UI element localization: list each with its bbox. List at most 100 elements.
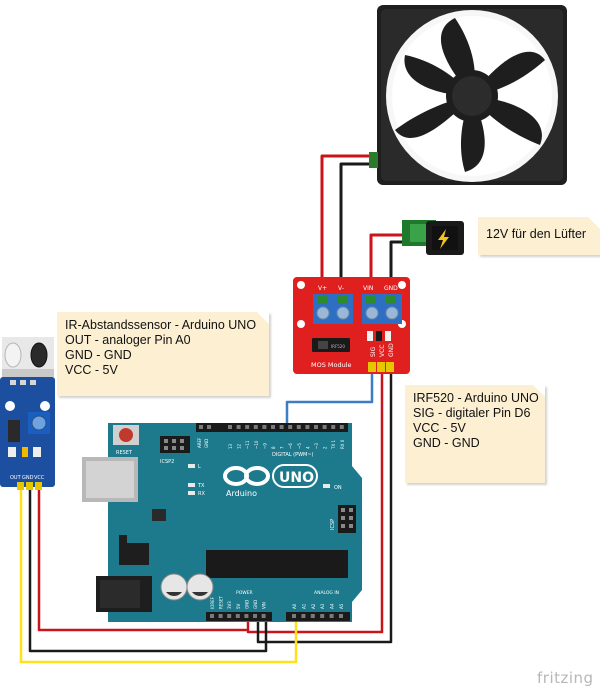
header-hole <box>244 614 249 618</box>
terminal-label-gnd: GND <box>384 285 398 292</box>
aref-label: AREF <box>197 437 202 448</box>
note-fold <box>533 385 545 397</box>
power-label: POWER <box>236 590 253 596</box>
header-hole <box>331 425 336 429</box>
pin-label-vcc: VCC <box>379 345 386 357</box>
wire-ir-gnd-black <box>28 486 268 653</box>
header-hole <box>199 425 203 429</box>
lightning-icon <box>438 229 449 249</box>
chip-label: IRF520 <box>331 344 345 349</box>
note-line: OUT - analoger Pin A0 <box>65 333 191 347</box>
header-hole <box>271 425 275 429</box>
header-hole <box>236 425 241 429</box>
note-line: GND - GND <box>413 436 480 450</box>
fan <box>369 5 567 185</box>
digital-pin-label: ~11 <box>245 440 250 449</box>
note-line: VCC - 5V <box>65 363 118 377</box>
ir-pin-label-gnd: GND <box>22 475 34 481</box>
digital-pin-label: 12 <box>237 443 242 449</box>
digital-label: DIGITAL (PWM~) <box>272 452 314 458</box>
header-hole <box>227 614 232 618</box>
fritzing-watermark: fritzing <box>537 669 594 687</box>
header-hole <box>305 425 310 429</box>
mos-module: V+ V- VIN GND IRF520 SIG VCC GND MOS Mod… <box>293 277 410 374</box>
wires <box>19 154 404 664</box>
arduino-brand: Arduino <box>226 489 257 498</box>
header-hole <box>292 614 296 618</box>
note-fold <box>257 312 269 324</box>
pin-label-gnd: GND <box>388 343 395 357</box>
reset-label: RESET <box>116 450 133 456</box>
digital-pin-label: ~9 <box>262 443 267 449</box>
ir-pin-label-out: OUT <box>10 475 22 481</box>
header-hole <box>322 425 327 429</box>
arduino-logo-icon <box>223 466 270 486</box>
header-hole <box>210 614 214 618</box>
analog-header <box>286 612 350 621</box>
voltage-regulator <box>119 543 149 565</box>
header-hole <box>207 425 211 429</box>
analog-pin-label: A1 <box>301 603 306 609</box>
terminal-label-vminus: V- <box>338 285 344 292</box>
header-hole <box>320 614 325 618</box>
capacitor-2 <box>186 573 214 601</box>
wire-ir-out-yellow <box>19 486 298 664</box>
header-hole <box>279 425 284 429</box>
analog-pin-label: A5 <box>339 603 344 609</box>
header-hole <box>253 425 258 429</box>
power-pin-label: 5V <box>236 603 241 609</box>
note-line: VCC - 5V <box>413 421 466 435</box>
header-hole <box>329 614 334 618</box>
power-pin-label: 3V3 <box>227 601 232 609</box>
header-hole <box>218 614 223 618</box>
gnd-top-label: GND <box>204 439 209 448</box>
pin-label-sig: SIG <box>370 346 377 357</box>
header-hole <box>339 614 343 618</box>
note-line: SIG - digitaler Pin D6 <box>413 406 531 420</box>
digital-pin-label: 2 <box>323 446 328 449</box>
digital-pin-label: RX 0 <box>340 439 345 449</box>
header-hole <box>288 425 293 429</box>
note-line: 12V für den Lüfter <box>486 227 587 241</box>
analog-pin-label: A4 <box>330 603 335 609</box>
header-hole <box>339 425 344 429</box>
wire-sig-blue <box>285 368 374 436</box>
header-hole <box>262 425 267 429</box>
mos-module-label: MOS Module <box>311 361 352 369</box>
note-irf520: IRF520 - Arduino UNO SIG - digitaler Pin… <box>405 385 545 483</box>
led-rx-label: RX <box>198 491 205 497</box>
digital-pin-label: 4 <box>305 446 310 449</box>
analog-header-pins <box>292 614 343 618</box>
header-hole <box>253 614 257 618</box>
note-line: GND - GND <box>65 348 132 362</box>
icsp2-label: ICSP2 <box>160 459 174 465</box>
wire-fan-red <box>320 154 378 292</box>
note-line: IRF520 - Arduino UNO <box>413 391 539 405</box>
terminal-label-vin: VIN <box>363 285 373 292</box>
led-l-label: L <box>198 464 201 470</box>
analog-pin-label: A3 <box>320 603 325 609</box>
digital-pin-label: 8 <box>271 446 276 449</box>
power-pin-label: IOREF <box>210 596 215 609</box>
dc-power-jack <box>402 220 464 255</box>
digital-pin-label: ~6 <box>288 443 293 449</box>
ir-pin-label-vcc: VCC <box>34 475 45 481</box>
wire-fan-black <box>339 162 378 292</box>
note-fold <box>588 217 600 229</box>
note-line: IR-Abstandssensor - Arduino UNO <box>65 318 257 332</box>
ir-led-dark <box>30 342 48 368</box>
header-hole <box>228 425 232 429</box>
digital-header-pins <box>199 425 344 429</box>
power-pin-label: GND <box>244 600 249 609</box>
led-tx-label: TX <box>197 483 205 489</box>
digital-pin-label: ~3 <box>314 443 319 449</box>
header-hole <box>314 425 318 429</box>
uno-label: UNO <box>279 470 314 486</box>
wire-12v-red <box>369 233 404 292</box>
terminal-label-vplus: V+ <box>318 285 327 292</box>
analog-label: ANALOG IN <box>314 590 339 596</box>
